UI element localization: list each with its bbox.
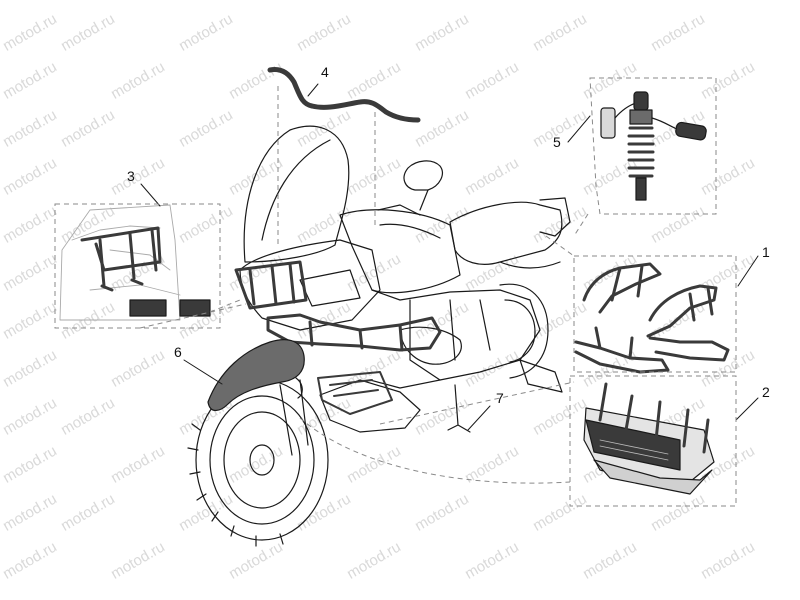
handlebar-part xyxy=(267,67,421,123)
sump-guard-installed xyxy=(317,371,393,415)
callout-5: 5 xyxy=(553,134,561,150)
callout-7: 7 xyxy=(496,390,504,406)
callout-6: 6 xyxy=(174,344,182,360)
headlight-guard-detail xyxy=(59,204,211,321)
engine-guard-part xyxy=(574,262,730,374)
callout-2: 2 xyxy=(762,384,770,400)
callout-1: 1 xyxy=(762,244,770,260)
sump-guard-part xyxy=(583,382,715,495)
headlight-guard-installed xyxy=(234,260,308,310)
front-fender xyxy=(207,339,305,412)
callout-4: 4 xyxy=(321,64,329,80)
dashed-guides xyxy=(54,77,737,507)
shock-absorber-part xyxy=(600,91,707,201)
leader-lines xyxy=(140,83,759,431)
callout-3: 3 xyxy=(127,168,135,184)
engine-guard-installed xyxy=(266,313,442,352)
